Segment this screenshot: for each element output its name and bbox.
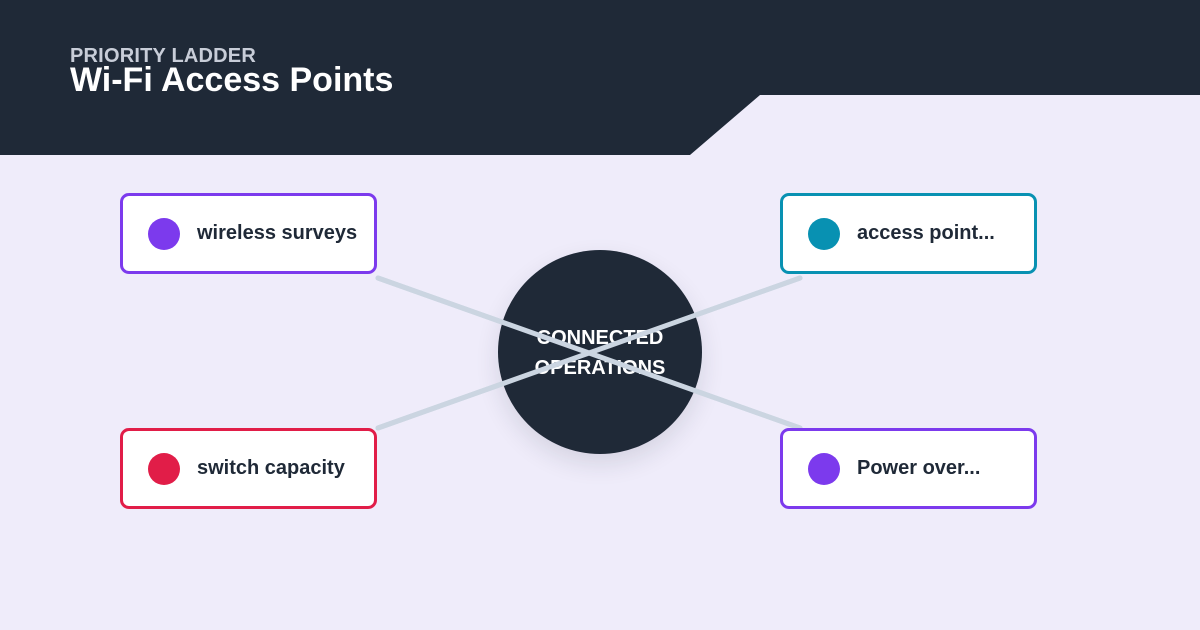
node-label: access point... [857,222,995,244]
node-label: wireless surveys [197,222,358,244]
node-dot-icon [808,217,840,250]
node-dot-icon [148,217,180,250]
node-dot-icon [148,452,180,485]
node-power-over: Power over... [780,428,1037,509]
node-label: Power over... [857,457,981,479]
node-dot-icon [808,452,840,485]
header-eyebrow: PRIORITY LADDER [70,45,256,67]
connector-overlay-2 [375,275,803,431]
node-switch-capacity: switch capacity [120,428,377,509]
page-title: Wi-Fi Access Points [70,61,394,99]
node-access-point: access point... [780,193,1037,274]
center-hub [498,250,702,454]
node-wireless-surveys: wireless surveys [120,193,377,274]
node-label: switch capacity [197,457,345,479]
